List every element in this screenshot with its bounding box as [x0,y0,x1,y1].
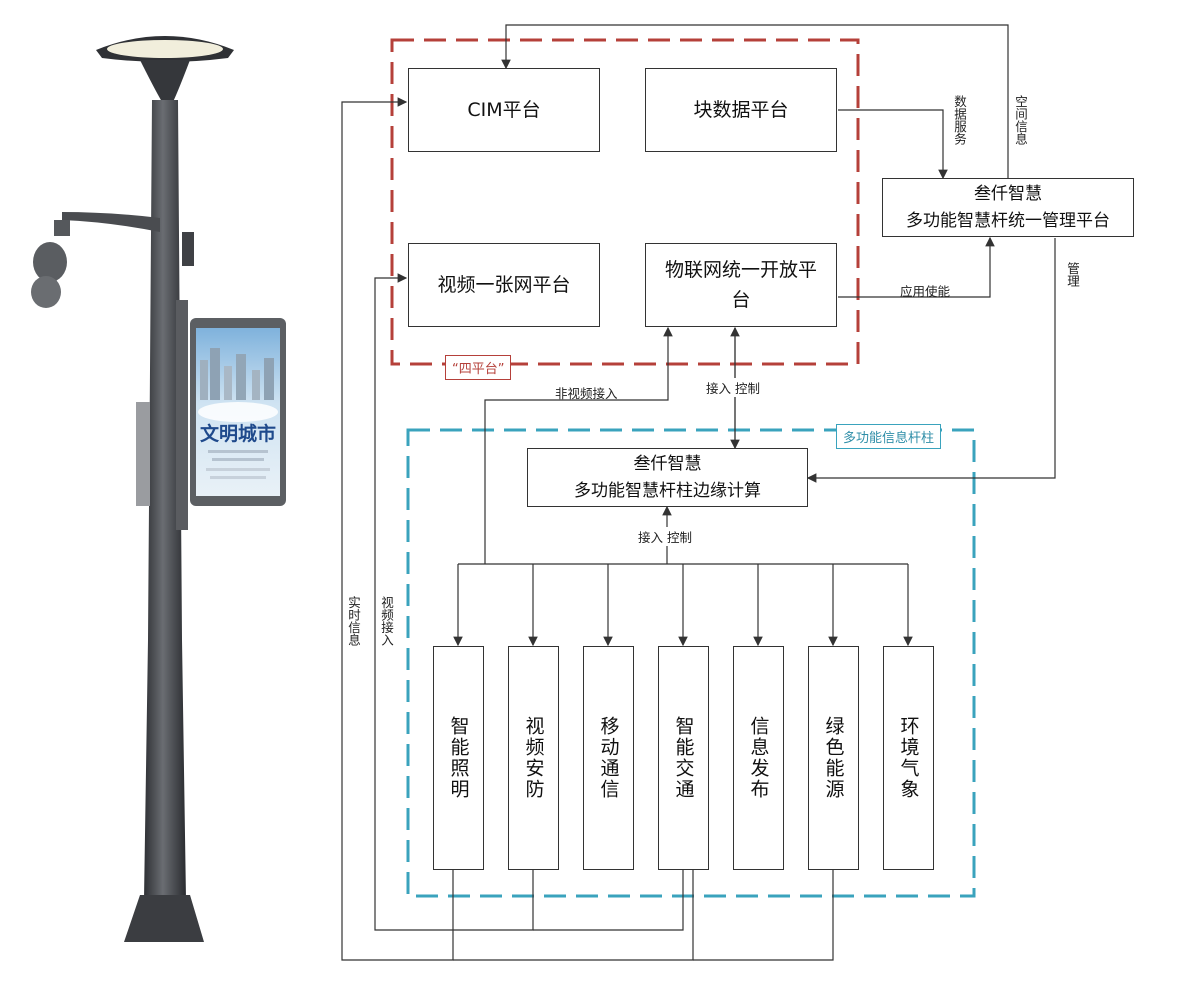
module-info-publish: 信息发布 [733,646,784,870]
management-platform-box: 叁仟智慧 多功能智慧杆统一管理平台 [882,178,1134,237]
app-enable-label: 应用使能 [900,284,951,299]
management-line2: 多功能智慧杆统一管理平台 [906,210,1110,231]
module-smart-traffic: 智能交通 [658,646,709,870]
four-platform-frame [390,38,860,366]
module-video-security: 视频安防 [508,646,559,870]
four-platform-tag: “四平台” [445,355,512,380]
video-network-platform-label: 视频一张网平台 [437,274,571,296]
block-data-platform-label: 块数据平台 [693,99,789,121]
iot-platform-box: 物联网统一开放平台 [645,243,837,327]
edge-line1: 叁仟智慧 [633,453,702,474]
poster-title: 文明城市 [200,422,276,445]
module-mobile-comm: 移动通信 [583,646,634,870]
info-pole-tag: 多功能信息杆柱 [836,424,942,449]
access-control-bottom-label: 接入 控制 [636,527,694,546]
module-env-weather: 环境气象 [883,646,934,870]
camera-icon [33,242,67,282]
edge-line2: 多功能智慧杆柱边缘计算 [574,480,761,501]
info-pole-frame [406,428,976,898]
module-green-energy: 绿色能源 [808,646,859,870]
edge-computing-box: 叁仟智慧 多功能智慧杆柱边缘计算 [527,448,808,507]
module-smart-lighting: 智能照明 [433,646,484,870]
non-video-access-label: 非视频接入 [555,386,618,401]
block-data-platform-box: 块数据平台 [645,68,837,152]
manage-label: 管理 [1065,262,1080,287]
video-network-platform-box: 视频一张网平台 [408,243,600,327]
space-info-label: 空间信息 [1013,95,1028,145]
management-line1: 叁仟智慧 [974,183,1042,204]
video-access-label: 视频接入 [379,596,394,646]
smart-pole-illustration: 文明城市 [31,36,286,942]
cim-platform-box: CIM平台 [408,68,600,152]
pole-icon [144,100,186,900]
cim-platform-label: CIM平台 [467,99,541,121]
iot-platform-label: 物联网统一开放平台 [664,259,817,311]
realtime-info-label: 实时信息 [346,596,361,646]
access-control-top-label: 接入 控制 [704,378,762,397]
data-service-label: 数据服务 [952,95,967,145]
